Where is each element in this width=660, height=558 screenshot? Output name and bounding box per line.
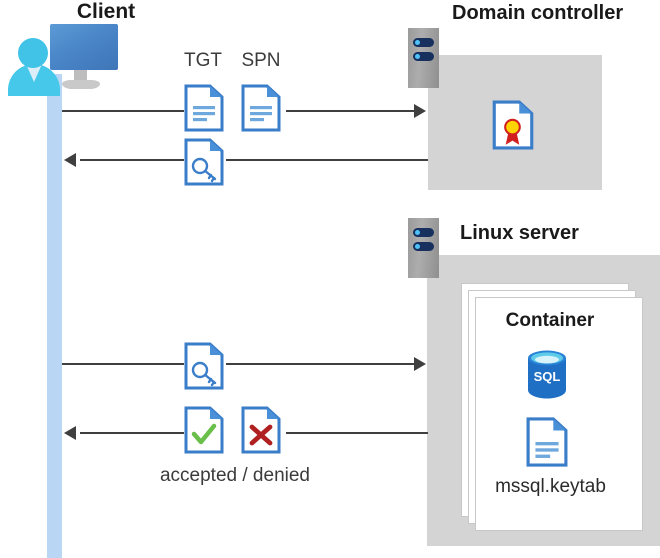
message-line-present-ticket-right xyxy=(226,363,414,365)
server-bay-bottom xyxy=(413,242,434,251)
keytab-document-icon xyxy=(526,416,568,468)
keytab-filename-label: mssql.keytab xyxy=(495,476,606,497)
linux-server-server-icon xyxy=(408,218,439,278)
message-line-issue-ticket-left xyxy=(80,159,184,161)
message-line-issue-ticket-right xyxy=(226,159,428,161)
message-line-auth-result-left xyxy=(80,432,184,434)
arrowhead-right-to-domain-controller xyxy=(414,104,426,118)
accepted-denied-label: accepted / denied xyxy=(159,465,310,486)
monitor-base-icon xyxy=(62,80,100,89)
arrowhead-right-to-linux-server xyxy=(414,357,426,371)
server-bay-bottom xyxy=(413,52,434,61)
spn-label: SPN xyxy=(241,50,281,71)
person-collar-icon xyxy=(26,64,42,82)
arrowhead-left-to-client-ticket xyxy=(64,153,76,167)
arrowhead-left-to-client-result xyxy=(64,426,76,440)
key-document-icon xyxy=(184,138,224,186)
accepted-document-icon xyxy=(184,406,224,454)
person-head-icon xyxy=(18,38,48,68)
tgt-document-icon xyxy=(184,84,224,132)
domain-controller-title: Domain controller xyxy=(452,2,624,24)
certificate-document-icon xyxy=(492,100,534,150)
tgt-label: TGT xyxy=(184,50,222,71)
server-bay-top xyxy=(413,228,434,237)
message-line-request-tgt-spn-left xyxy=(62,110,184,112)
container-card-front xyxy=(475,297,643,531)
container-title: Container xyxy=(505,310,595,331)
message-line-present-ticket-left xyxy=(62,363,184,365)
key-document-icon xyxy=(184,342,224,390)
client-title: Client xyxy=(76,0,136,23)
monitor-screen-icon xyxy=(50,24,118,70)
client-lifeline xyxy=(47,74,62,558)
sql-database-icon: SQL xyxy=(524,348,570,400)
domain-controller-server-icon xyxy=(408,28,439,88)
message-line-auth-result-right xyxy=(286,432,428,434)
message-line-request-tgt-spn-right xyxy=(286,110,414,112)
server-bay-top xyxy=(413,38,434,47)
client-user-monitor-icon xyxy=(8,24,120,96)
denied-document-icon xyxy=(241,406,281,454)
linux-server-title: Linux server xyxy=(460,222,579,244)
monitor-neck-icon xyxy=(74,70,87,82)
spn-document-icon xyxy=(241,84,281,132)
svg-text:SQL: SQL xyxy=(534,369,561,384)
